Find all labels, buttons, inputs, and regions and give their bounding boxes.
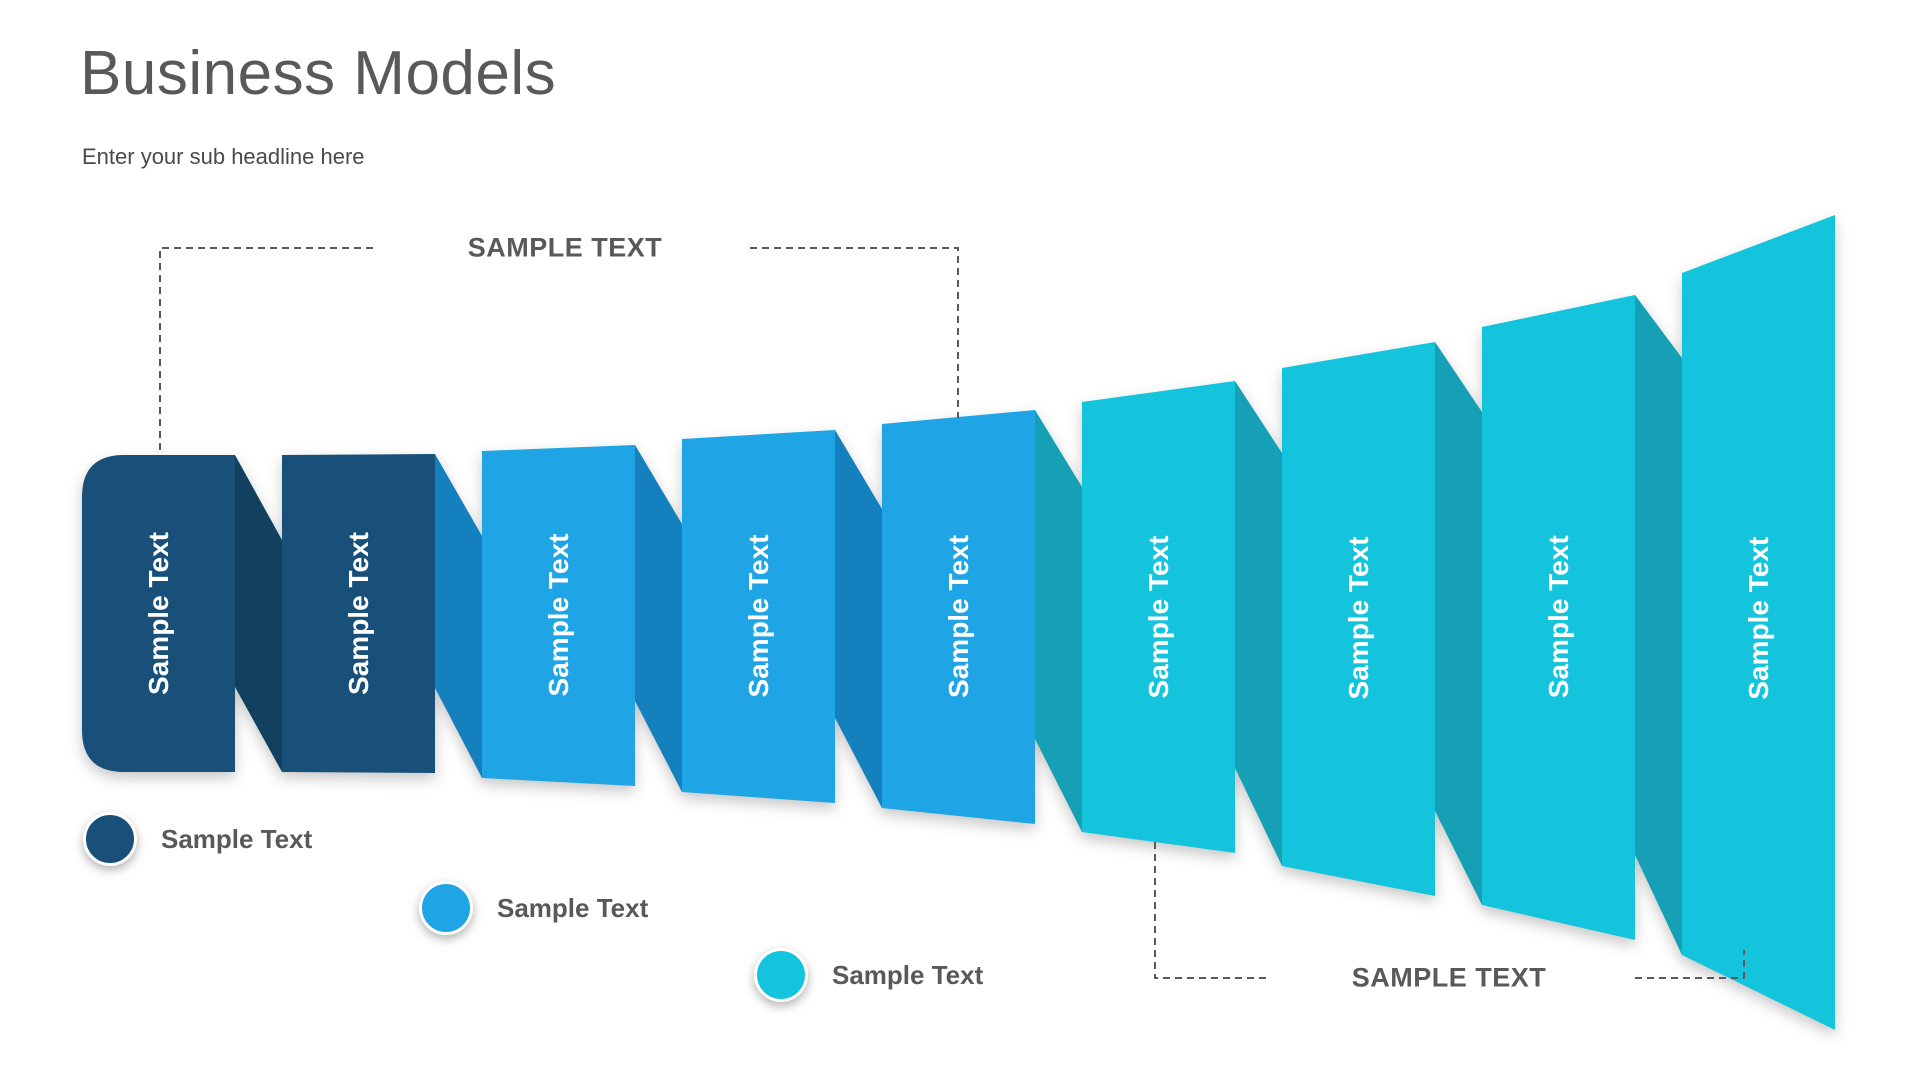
funnel-panel-label-5: Sample Text [943,535,974,698]
funnel-fold-1 [235,455,282,772]
funnel-panel-2 [282,454,435,773]
legend-item-blue: Sample Text [419,881,648,935]
funnel-panel-label-7: Sample Text [1343,537,1374,700]
funnel-fold-7 [1435,342,1482,905]
funnel-panel-label-6: Sample Text [1143,536,1174,699]
top-callout-label: SAMPLE TEXT [467,232,663,263]
bottom-callout-line-right [1635,950,1745,979]
bottom-callout-label: SAMPLE TEXT [1351,962,1547,993]
legend-dot-cyan [754,948,808,1002]
legend-label-navy: Sample Text [161,823,313,854]
funnel-panel-label-8: Sample Text [1543,535,1574,698]
funnel-panel-8 [1482,295,1635,940]
funnel-panel-label-9: Sample Text [1743,537,1774,700]
top-callout-line-right [750,247,959,418]
funnel-panel-label-4: Sample Text [743,535,774,698]
funnel-panel-7 [1282,342,1435,896]
legend-label-cyan: Sample Text [832,959,984,990]
funnel-panel-4 [682,430,835,803]
funnel-fold-8 [1635,295,1682,955]
slide-title: Business Models [80,39,557,108]
legend-item-navy: Sample Text [83,812,312,866]
funnel-panel-label-2: Sample Text [343,532,374,695]
callout-connectors [159,247,1745,979]
funnel-shapes [82,215,1835,1030]
funnel-panel-1 [82,455,235,772]
funnel-fold-2 [435,454,482,778]
top-callout-line-left [159,247,377,450]
funnel-panel-label-3: Sample Text [543,534,574,697]
bottom-callout-line-left [1154,842,1267,979]
funnel-fold-6 [1235,381,1282,866]
funnel-fold-4 [835,430,882,808]
legend-label-blue: Sample Text [497,892,649,923]
legend-dot-navy [83,812,137,866]
legend-item-cyan: Sample Text [754,948,983,1002]
funnel-fold-5 [1035,410,1082,832]
funnel-panel-5 [882,410,1035,824]
funnel-panel-6 [1082,381,1235,853]
funnel-panel-9 [1682,215,1835,1030]
funnel-panel-3 [482,445,635,786]
funnel-fold-3 [635,445,682,792]
legend-dot-blue [419,881,473,935]
slide-subtitle: Enter your sub headline here [82,144,365,169]
funnel-panel-label-1: Sample Text [143,532,174,695]
